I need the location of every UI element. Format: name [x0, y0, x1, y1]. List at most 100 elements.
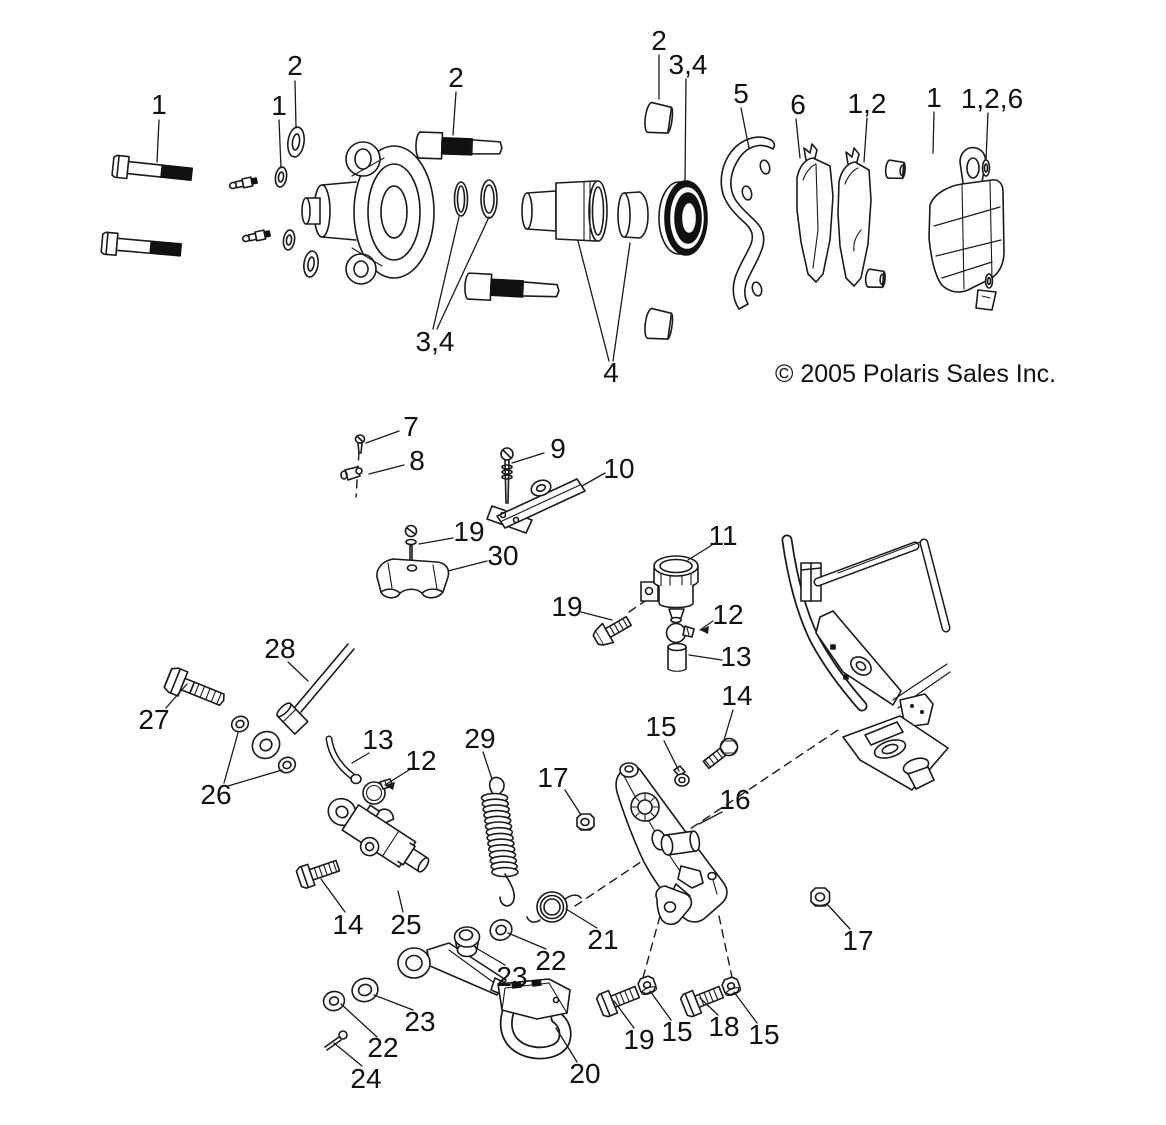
screw-9	[501, 448, 513, 503]
washer-26-a	[229, 714, 251, 735]
part-label-16-25: 16	[719, 784, 751, 815]
part-label-9-15: 9	[550, 433, 566, 464]
part-label-28-28: 28	[264, 633, 296, 664]
o-ring-126-bottom	[986, 274, 993, 288]
hub-carrier	[302, 142, 434, 284]
spacer-bushing-top	[643, 102, 674, 135]
part-label-22-39: 22	[367, 1032, 399, 1063]
brake-pedal-20	[398, 943, 570, 1053]
caliper-body-1	[929, 148, 1004, 310]
copyright-text: © 2005 Polaris Sales Inc.	[775, 360, 1057, 388]
part-label-2-3: 2	[448, 62, 464, 93]
piston-cap	[618, 192, 648, 238]
washer-23-lower	[349, 976, 380, 1005]
leader-lines	[157, 55, 988, 1066]
return-spring-29	[482, 777, 518, 905]
fitting-12-reservoir	[667, 623, 695, 642]
pin-bushing-12-top	[885, 160, 906, 180]
part-label-2-1: 2	[287, 50, 303, 81]
hose-13-lower	[329, 739, 361, 784]
socket-bolt-2-upper	[416, 132, 503, 161]
part-label-6-7: 6	[790, 89, 806, 120]
mounting-bolt-1-lower	[101, 232, 182, 261]
part-label-27-27: 27	[138, 704, 170, 735]
caliper-piston	[522, 181, 607, 241]
o-ring-126-top	[983, 160, 990, 176]
hose-13-reservoir	[668, 644, 686, 672]
pedal-mount-plate-16	[616, 763, 727, 924]
nut-17-left	[577, 814, 594, 830]
socket-bolt-2-lower	[464, 273, 559, 304]
part-label-11-19: 11	[708, 520, 738, 551]
part-label-21-35: 21	[587, 924, 619, 955]
hex-bolt-19-bottom	[596, 981, 642, 1018]
part-label-1-0: 1	[151, 89, 167, 120]
hex-bolt-14-left	[295, 855, 341, 889]
part-label-1-2-6-10: 1,2,6	[960, 83, 1024, 114]
reservoir-11	[641, 556, 698, 623]
master-cylinder-25	[318, 782, 441, 886]
part-label-23-38: 23	[404, 1006, 436, 1037]
part-label-19-17: 19	[453, 516, 485, 547]
washer-26-b	[276, 755, 298, 776]
part-label-17-26: 17	[537, 762, 569, 793]
part-label-12-31: 12	[405, 745, 437, 776]
part-label-24-40: 24	[350, 1063, 382, 1094]
part-label-20-41: 20	[569, 1058, 601, 1089]
cable-clamp-10	[487, 478, 585, 533]
part-label-12-21: 12	[712, 599, 744, 630]
part-label-2-4: 2	[651, 25, 667, 56]
part-label-3-4-5: 3,4	[668, 49, 708, 80]
part-label-19-42: 19	[623, 1024, 655, 1055]
part-label-14-33: 14	[332, 909, 364, 940]
clamp-cover-30	[377, 559, 449, 598]
boot-seal-34	[659, 181, 707, 255]
washer-22-upper	[487, 916, 515, 943]
washer-small-lower	[282, 229, 296, 250]
banjo-bolt-27	[163, 666, 228, 713]
grease-fitting-lower	[242, 229, 271, 244]
o-ring-34-b	[481, 180, 497, 218]
part-label-15-45: 15	[748, 1019, 780, 1050]
part-label-19-20: 19	[551, 591, 583, 622]
hex-bolt-18	[680, 981, 726, 1018]
clip-15-top	[674, 766, 689, 786]
nut-15-c	[721, 976, 742, 997]
part-label-18-44: 18	[708, 1011, 740, 1042]
torsion-spring-21	[527, 892, 581, 922]
part-label-17-46: 17	[842, 925, 874, 956]
bolt-14-right	[703, 739, 738, 769]
part-label-1-2-8: 1,2	[847, 88, 887, 119]
caliper-mount-bracket-5	[721, 137, 774, 309]
mounting-bolt-1-upper	[112, 155, 193, 185]
brake-line-28	[247, 644, 354, 764]
part-label-15-43: 15	[661, 1016, 693, 1047]
nut-17-right	[811, 888, 830, 906]
part-label-13-22: 13	[720, 641, 752, 672]
vehicle-frame	[787, 540, 950, 790]
part-label-29-32: 29	[464, 723, 496, 754]
part-label-13-30: 13	[362, 724, 394, 755]
part-label-22-36: 22	[535, 945, 567, 976]
part-label-8-14: 8	[409, 445, 425, 476]
brake-pad-outer	[838, 148, 871, 286]
bushing-23-upper	[455, 927, 480, 957]
washer-1-upper	[274, 166, 288, 187]
spacer-bushing-bottom	[643, 308, 674, 341]
part-label-14-23: 14	[721, 680, 753, 711]
pin-bushing-12-bottom	[865, 269, 886, 289]
nut-15-b	[637, 975, 658, 996]
part-label-15-24: 15	[645, 711, 677, 742]
part-label-3-4-11: 3,4	[415, 326, 455, 357]
washer-22-lower	[321, 989, 346, 1013]
part-label-4-12: 4	[603, 357, 619, 388]
part-label-26-29: 26	[200, 779, 232, 810]
washer-2-upper	[286, 126, 306, 158]
brake-pad-inner	[797, 144, 833, 282]
fitting-8	[341, 467, 362, 480]
o-ring-34-a	[455, 182, 468, 216]
part-label-5-6: 5	[733, 78, 749, 109]
construction-dashed-lines	[356, 452, 838, 985]
